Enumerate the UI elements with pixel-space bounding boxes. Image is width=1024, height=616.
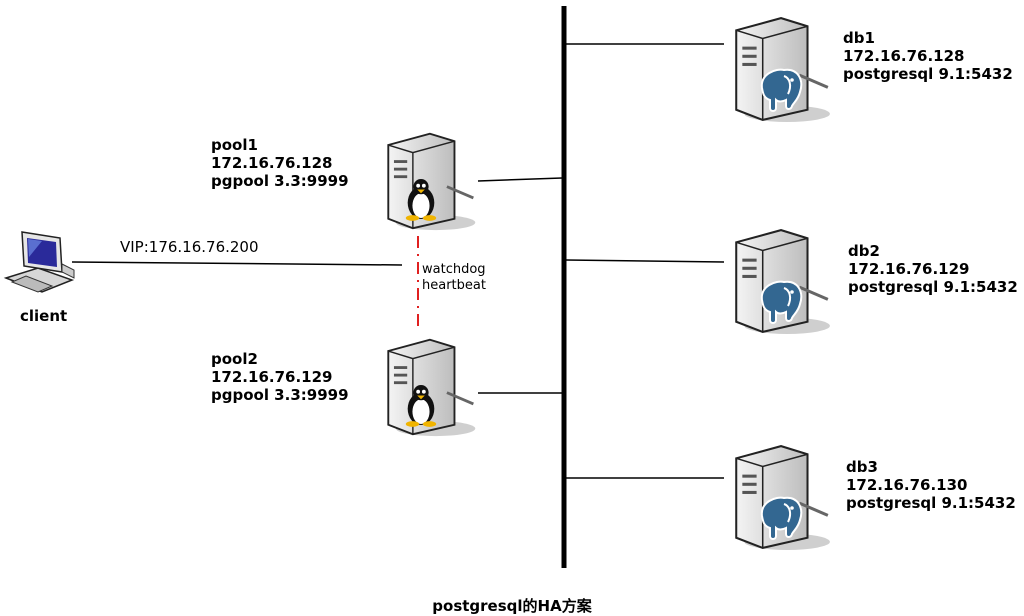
db1-name: db1 [843,29,875,47]
client-vip-line [71,261,403,266]
workstation-icon [3,231,75,293]
db2-server [726,224,832,336]
pool2-ip: 172.16.76.129 [211,368,333,386]
pool1-server [380,128,476,232]
linux-server-icon [386,338,476,438]
linux-server-icon [386,132,476,232]
pool2-server [380,334,476,438]
postgresql-server-icon [734,444,832,552]
db3-server [726,440,832,552]
pool1-label: pool1 172.16.76.128 pgpool 3.3:9999 [211,136,349,190]
db1-service: postgresql 9.1:5432 [843,65,1013,83]
db2-label: db2 172.16.76.129 postgresql 9.1:5432 [848,242,1018,296]
client-name: client [20,307,68,325]
db2-service: postgresql 9.1:5432 [848,278,1018,296]
db3-name: db3 [846,458,878,476]
db2-name: db2 [848,242,880,260]
heartbeat-text: heartbeat [422,278,486,293]
db3-service: postgresql 9.1:5432 [846,494,1016,512]
diagram-caption: postgresql的HA方案 [432,597,592,615]
pool1-ip: 172.16.76.128 [211,154,333,172]
client-workstation [2,224,76,304]
pool2-name: pool2 [211,350,258,368]
pool1-service: pgpool 3.3:9999 [211,172,349,190]
pool2-label: pool2 172.16.76.129 pgpool 3.3:9999 [211,350,349,404]
pool2-service: pgpool 3.3:9999 [211,386,349,404]
vip-label: VIP:176.16.76.200 [120,238,259,256]
db1-server [726,12,832,124]
postgresql-server-icon [734,16,832,124]
db3-label: db3 172.16.76.130 postgresql 9.1:5432 [846,458,1016,512]
bus-db2-line [565,259,725,263]
pool1-name: pool1 [211,136,258,154]
postgresql-server-icon [734,228,832,336]
db1-ip: 172.16.76.128 [843,47,965,65]
watchdog-text: watchdog [422,262,486,277]
db3-ip: 172.16.76.130 [846,476,968,494]
db1-label: db1 172.16.76.128 postgresql 9.1:5432 [843,29,1013,83]
client-label: client [20,307,67,325]
pool1-bus-line [477,177,563,182]
watchdog-label: watchdog heartbeat [422,262,486,294]
db2-ip: 172.16.76.129 [848,260,970,278]
